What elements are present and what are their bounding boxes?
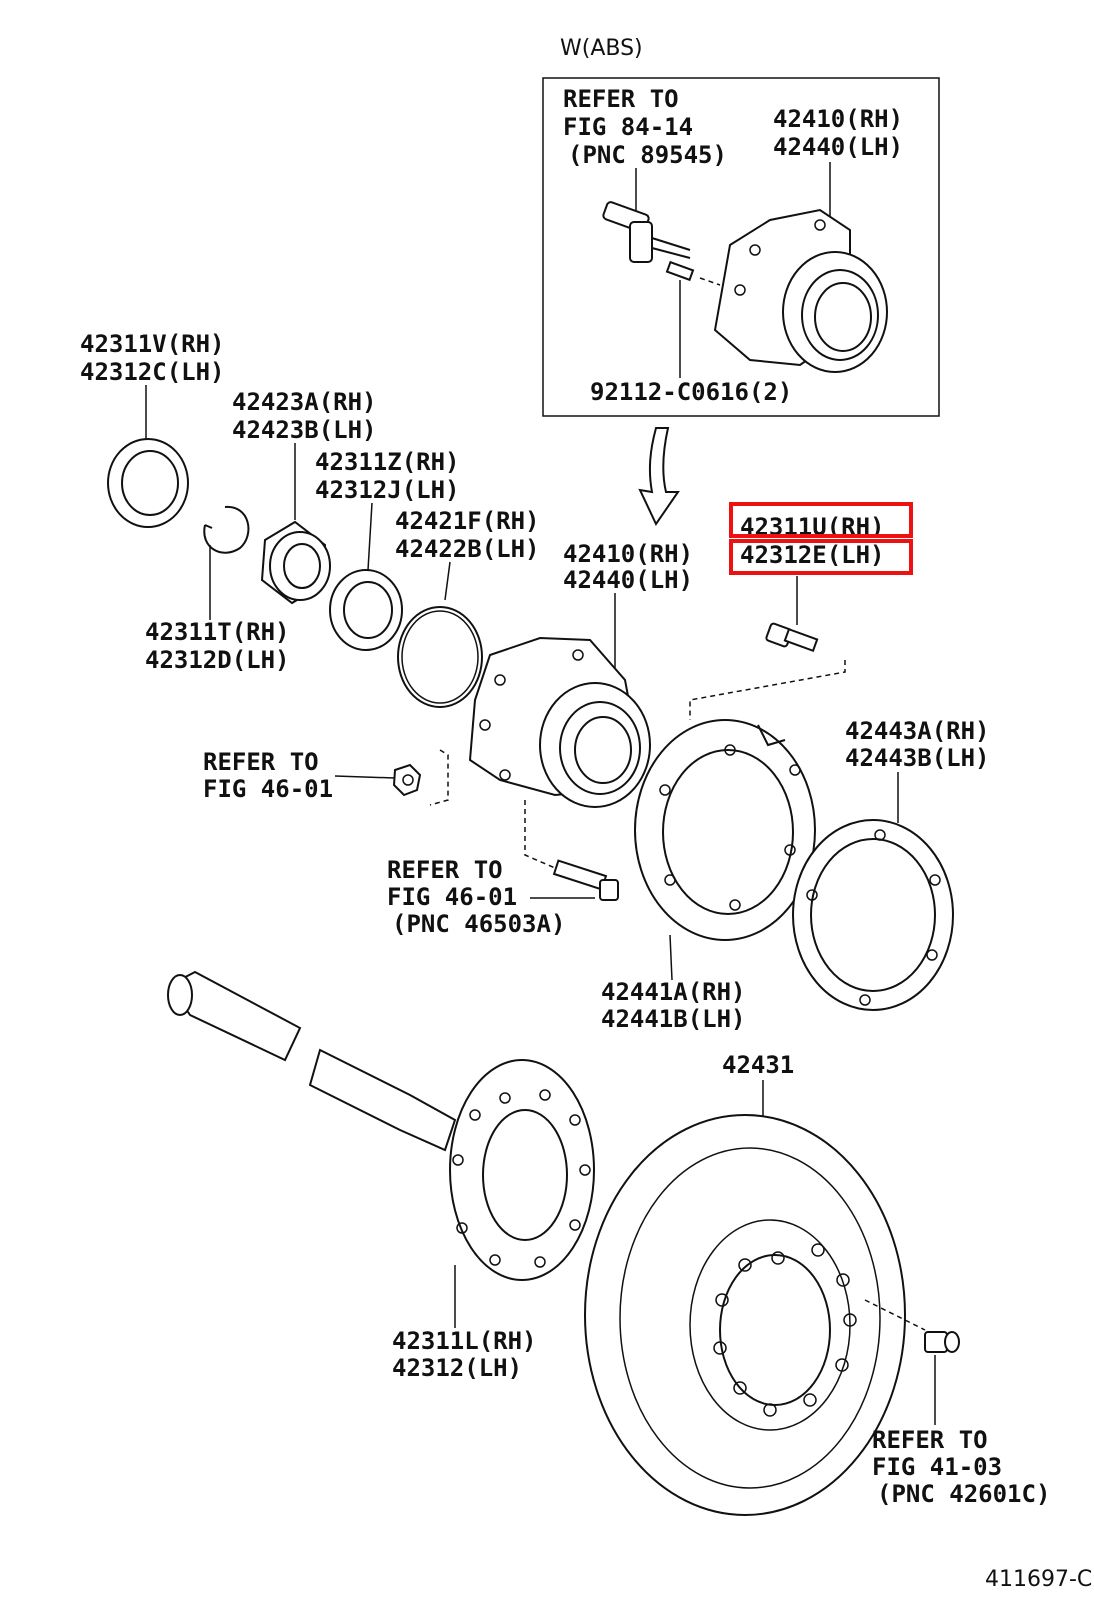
disc-icon — [584, 1114, 906, 1516]
gasket-rh[interactable]: 42443A(RH) — [845, 717, 990, 745]
bearing-lh[interactable]: 42423B(LH) — [232, 416, 377, 444]
inset-refer-line2[interactable]: FIG 84-14 — [563, 113, 693, 141]
highlight-box-lh — [729, 539, 913, 575]
ref-bolt-line3[interactable]: (PNC 46503A) — [392, 910, 565, 938]
axle-shaft-lh[interactable]: 42312(LH) — [392, 1354, 522, 1382]
inset-bolt-icon — [665, 260, 721, 286]
gasket-lh[interactable]: 42443B(LH) — [845, 744, 990, 772]
hub-nut-icon — [924, 1331, 960, 1353]
gasket-icon — [792, 819, 954, 1011]
inset-refer-line3[interactable]: (PNC 89545) — [568, 141, 727, 169]
highlight-box-rh — [729, 502, 913, 538]
bearing-rh[interactable]: 42423A(RH) — [232, 388, 377, 416]
seal-outer-rh[interactable]: 42311V(RH) — [80, 330, 225, 358]
highlighted-bolt-icon — [765, 622, 819, 653]
bearing-icon — [260, 520, 331, 605]
oring-icon — [397, 606, 483, 708]
seal-outer-lh[interactable]: 42312C(LH) — [80, 358, 225, 386]
hub-rh[interactable]: 42410(RH) — [563, 540, 693, 568]
snap-ring-lh[interactable]: 42312D(LH) — [145, 646, 290, 674]
backing-plate-rh[interactable]: 42441A(RH) — [601, 978, 746, 1006]
ref-nut-line2[interactable]: FIG 46-01 — [203, 775, 333, 803]
backing-plate-icon — [634, 719, 816, 941]
diagram-id: 411697-C — [985, 1567, 1092, 1592]
snap-ring-icon — [203, 505, 250, 554]
ref-bolt-line1[interactable]: REFER TO — [387, 856, 503, 884]
oring-lh[interactable]: 42422B(LH) — [395, 535, 540, 563]
ref-hub-nut-line3[interactable]: (PNC 42601C) — [877, 1480, 1050, 1508]
hub-icon — [468, 636, 651, 808]
highlighted-bolt-lh[interactable]: 42312E(LH) — [740, 541, 885, 569]
ref-hub-nut-line1[interactable]: REFER TO — [872, 1426, 988, 1454]
oring-rh[interactable]: 42421F(RH) — [395, 507, 540, 535]
ref-nut-line1[interactable]: REFER TO — [203, 748, 319, 776]
inset-bolt-label[interactable]: 92112-C0616(2) — [590, 378, 792, 406]
axle-shaft-rh[interactable]: 42311L(RH) — [392, 1327, 537, 1355]
nut-icon — [392, 763, 422, 797]
hub-lh[interactable]: 42440(LH) — [563, 566, 693, 594]
seal-inner-lh[interactable]: 42312J(LH) — [315, 476, 460, 504]
seal-outer-icon — [107, 438, 189, 528]
abs-inset-frame — [542, 77, 940, 417]
ref-bolt-line2[interactable]: FIG 46-01 — [387, 883, 517, 911]
abs-sensor-icon — [602, 201, 691, 263]
inset-hub-lh[interactable]: 42440(LH) — [773, 133, 903, 161]
inset-hub-rh[interactable]: 42410(RH) — [773, 105, 903, 133]
inset-arrow-icon — [638, 427, 680, 527]
seal-inner-rh[interactable]: 42311Z(RH) — [315, 448, 460, 476]
ref-hub-nut-line2[interactable]: FIG 41-03 — [872, 1453, 1002, 1481]
backing-plate-lh[interactable]: 42441B(LH) — [601, 1005, 746, 1033]
snap-ring-rh[interactable]: 42311T(RH) — [145, 618, 290, 646]
inset-hub-icon — [713, 208, 888, 373]
axle-shaft-icon — [167, 970, 595, 1281]
abs-caption: W(ABS) — [560, 36, 643, 61]
disc-label[interactable]: 42431 — [722, 1051, 794, 1079]
inset-refer-line1[interactable]: REFER TO — [563, 85, 679, 113]
bolt-icon — [552, 859, 619, 901]
seal-inner-icon — [329, 569, 403, 651]
